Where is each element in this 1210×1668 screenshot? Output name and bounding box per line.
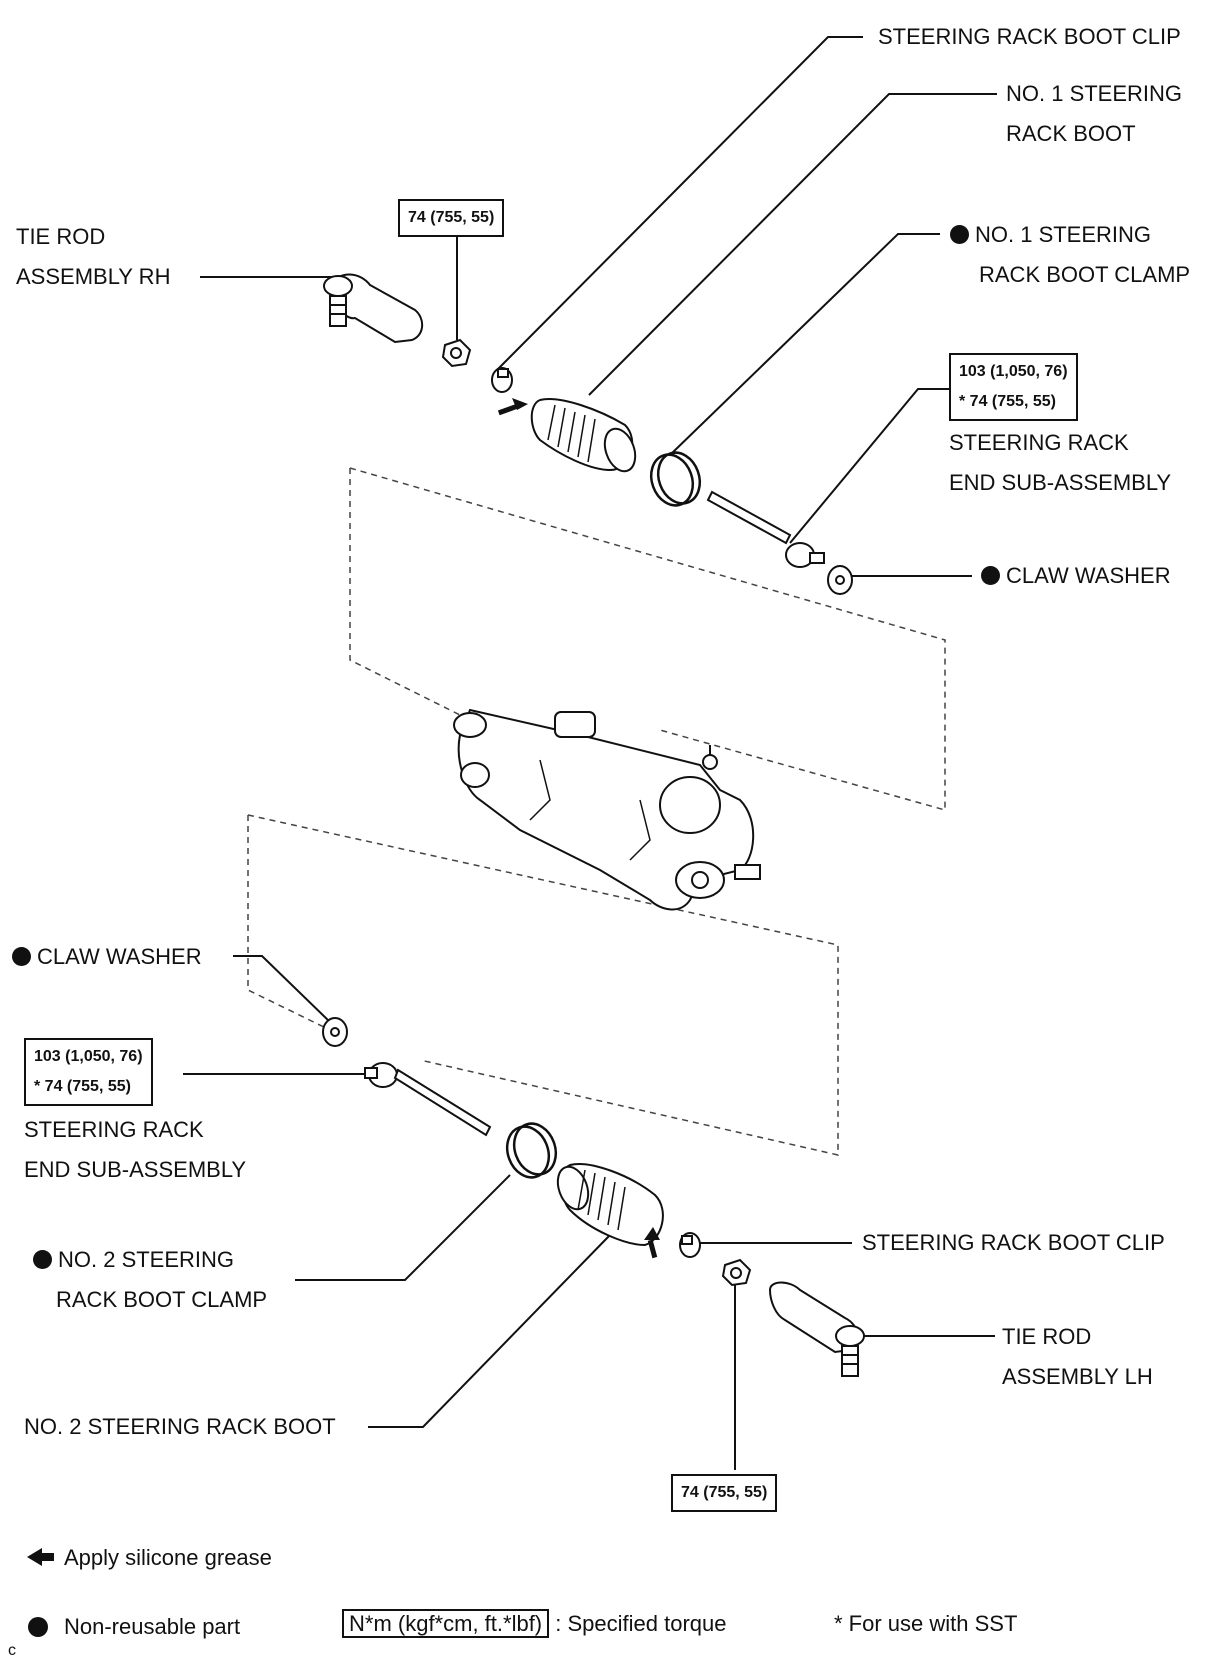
legend-sst: * For use with SST — [834, 1611, 1017, 1637]
guide-top — [349, 467, 946, 811]
label-line: END SUB-ASSEMBLY — [24, 1157, 247, 1182]
legend-torque: N*m (kgf*cm, ft.*lbf) : Specified torque — [342, 1609, 727, 1638]
leader-no1-clamp — [669, 233, 940, 456]
tie-rod-rh-part — [323, 273, 424, 344]
no2-boot-part — [556, 1163, 664, 1247]
label-claw-washer-bottom: CLAW WASHER — [12, 937, 202, 977]
non-reusable-bullet-icon — [33, 1250, 52, 1269]
torque-value: 103 (1,050, 76) — [959, 363, 1068, 380]
corner-mark: c — [8, 1642, 16, 1660]
label-line: RACK BOOT CLAMP — [979, 262, 1191, 287]
legend-torque-box: N*m (kgf*cm, ft.*lbf) — [342, 1609, 550, 1638]
torque-value: * 74 (755, 55) — [959, 393, 1056, 410]
torque-box-nut-lh: 74 (755, 55) — [671, 1474, 778, 1512]
rack-end-top-part — [706, 490, 825, 568]
label-rack-end-top: STEERING RACK END SUB-ASSEMBLY — [949, 423, 1171, 503]
claw-washer-bottom-part — [322, 1017, 348, 1047]
leader-boot-clip-top — [496, 36, 863, 371]
torque-box-nut-rh: 74 (755, 55) — [398, 199, 505, 237]
label-line: CLAW WASHER — [1006, 563, 1171, 588]
non-reusable-bullet-icon — [981, 566, 1000, 585]
label-line: TIE ROD — [16, 224, 106, 249]
leader-no2-boot — [368, 1234, 611, 1428]
non-reusable-bullet-icon — [12, 947, 31, 966]
leader-tie-rod-rh — [200, 276, 341, 284]
torque-box-rack-end-bottom: 103 (1,050, 76) * 74 (755, 55) — [24, 1038, 153, 1106]
label-rack-end-bottom: STEERING RACK END SUB-ASSEMBLY — [24, 1110, 246, 1190]
non-reusable-bullet-icon — [950, 225, 969, 244]
no2-clamp-part — [505, 1122, 558, 1179]
nut-rh-part — [441, 338, 472, 368]
torque-value: 74 (755, 55) — [681, 1484, 768, 1501]
label-line-with-bullet: NO. 2 STEERING — [33, 1240, 267, 1280]
legend-grease: Apply silicone grease — [64, 1545, 272, 1571]
label-line-with-bullet: NO. 1 STEERING — [950, 215, 1190, 255]
torque-value: * 74 (755, 55) — [34, 1078, 131, 1095]
claw-washer-top-part — [827, 565, 853, 595]
tie-rod-lh-part — [768, 1281, 865, 1377]
label-line-with-bullet: CLAW WASHER — [12, 937, 202, 977]
label-line: ASSEMBLY LH — [1002, 1364, 1153, 1389]
nut-lh-part — [721, 1258, 752, 1287]
boot-clip-top-part — [491, 367, 513, 393]
leader-rack-end-top — [789, 388, 949, 544]
label-line: NO. 2 STEERING — [58, 1247, 235, 1272]
label-line: TIE ROD — [1002, 1324, 1092, 1349]
label-no2-clamp: NO. 2 STEERING RACK BOOT CLAMP — [33, 1240, 267, 1320]
corner-text: c — [8, 1642, 16, 1659]
label-boot-clip-bottom: STEERING RACK BOOT CLIP — [862, 1223, 1165, 1263]
torque-box-rack-end-top: 103 (1,050, 76) * 74 (755, 55) — [949, 353, 1078, 421]
legend-non-reusable: Non-reusable part — [64, 1614, 240, 1640]
label-tie-rod-lh: TIE ROD ASSEMBLY LH — [1002, 1317, 1153, 1397]
label-line: NO. 1 STEERING — [1006, 81, 1183, 106]
no1-boot-part — [530, 398, 637, 473]
label-line: RACK BOOT CLAMP — [56, 1287, 268, 1312]
legend-grease-arrow-icon — [27, 1548, 54, 1566]
label-tie-rod-rh: TIE ROD ASSEMBLY RH — [16, 217, 170, 297]
guide-top-left — [349, 468, 471, 721]
label-line: ASSEMBLY RH — [16, 264, 171, 289]
label-line: STEERING RACK — [949, 430, 1129, 455]
label-no1-clamp: NO. 1 STEERING RACK BOOT CLAMP — [950, 215, 1190, 295]
label-line-with-bullet: CLAW WASHER — [981, 556, 1171, 596]
label-line: NO. 1 STEERING — [975, 222, 1152, 247]
grease-arrow-top-icon — [497, 398, 528, 416]
no1-clamp-part — [649, 451, 702, 507]
steering-gear-housing-part — [453, 708, 761, 911]
guide-bottom — [247, 814, 839, 1156]
torque-value: 74 (755, 55) — [408, 209, 495, 226]
grease-arrow-bottom-icon — [644, 1227, 660, 1259]
rack-end-bottom-part — [364, 1062, 492, 1137]
label-text: STEERING RACK BOOT CLIP — [862, 1230, 1165, 1255]
label-text: STEERING RACK BOOT CLIP — [878, 24, 1181, 49]
label-line: STEERING RACK — [24, 1117, 204, 1142]
torque-value: 103 (1,050, 76) — [34, 1048, 143, 1065]
leader-no2-clamp — [295, 1174, 511, 1281]
leader-claw-washer-bottom — [233, 955, 331, 1023]
label-no1-boot: NO. 1 STEERING RACK BOOT — [1006, 74, 1182, 154]
boot-clip-bottom-part — [679, 1232, 701, 1258]
legend-bullet-icon — [28, 1617, 48, 1637]
label-line: RACK BOOT — [1006, 121, 1136, 146]
label-boot-clip-top: STEERING RACK BOOT CLIP — [878, 17, 1181, 57]
label-claw-washer-top: CLAW WASHER — [981, 556, 1171, 596]
legend-text: : Specified torque — [555, 1611, 727, 1636]
legend-text: * For use with SST — [834, 1611, 1018, 1636]
legend-text: Non-reusable part — [64, 1614, 241, 1639]
label-text: NO. 2 STEERING RACK BOOT — [24, 1414, 336, 1439]
leader-no1-boot — [588, 93, 997, 396]
legend-text: Apply silicone grease — [64, 1545, 272, 1570]
guide-bottom-left — [247, 815, 331, 1031]
label-no2-boot: NO. 2 STEERING RACK BOOT — [24, 1407, 336, 1447]
label-line: END SUB-ASSEMBLY — [949, 470, 1172, 495]
label-line: CLAW WASHER — [37, 944, 202, 969]
